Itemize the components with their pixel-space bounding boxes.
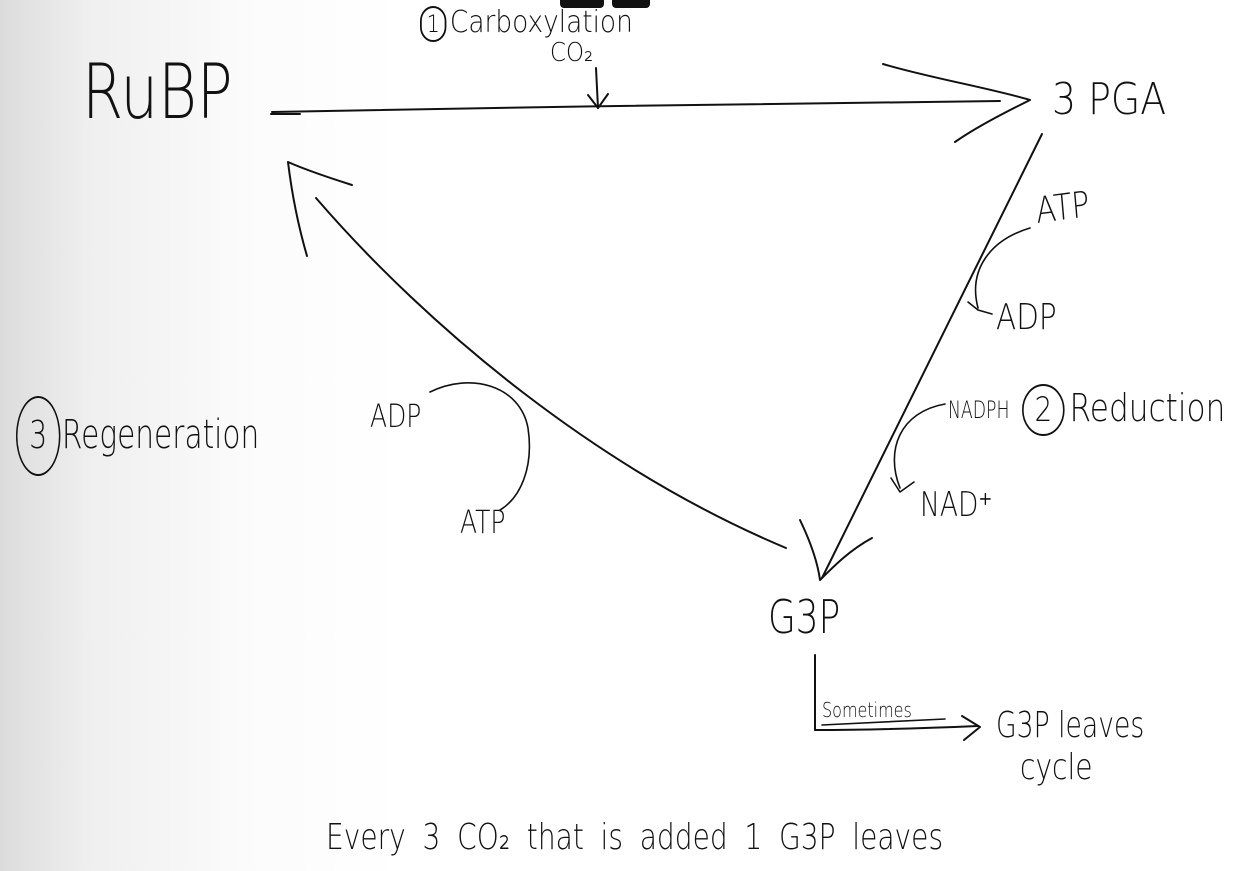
step-number-2: 2 — [1022, 384, 1065, 436]
step-label-regeneration: Regeneration — [61, 412, 260, 458]
arrow-nadph-to-nadp — [890, 403, 946, 493]
co2-input-label: CO₂ — [550, 38, 594, 68]
node-rubp: RuBP — [82, 47, 233, 136]
arrow-pga-to-g3p — [799, 133, 1043, 581]
cofactor-nadp-plus: NAD⁺ — [920, 485, 993, 525]
arrow-g3p-to-rubp — [287, 161, 787, 549]
arrow-g3p-exit — [814, 654, 981, 741]
cofactor-atp-regeneration: ATP — [460, 503, 506, 541]
cofactor-nadph: NADPH — [948, 396, 1010, 424]
footnote: Every 3 CO₂ that is added 1 G3P leaves — [326, 817, 944, 858]
cofactor-atp-reduction: ATP — [1034, 184, 1092, 232]
arrow-atp-to-adp — [967, 227, 1031, 315]
step-number-3: 3 — [16, 396, 61, 476]
step-label-carboxylation: Carboxylation — [449, 5, 633, 40]
exit-condition-label: Sometimes — [822, 698, 912, 722]
exit-result-line2: cycle — [1020, 747, 1093, 788]
arrow-adp-to-atp — [429, 382, 531, 511]
cofactor-adp-reduction: ADP — [996, 297, 1057, 338]
node-3pga: 3 PGA — [1052, 74, 1167, 125]
step-number-1: 1 — [420, 6, 447, 42]
step-label-reduction: Reduction — [1069, 386, 1226, 430]
arrow-co2-input — [587, 67, 609, 109]
arrow-rubp-to-pga — [270, 63, 1031, 143]
cofactor-adp-regeneration: ADP — [370, 397, 422, 435]
node-g3p: G3P — [768, 590, 841, 644]
exit-result-line1: G3P leaves — [996, 705, 1145, 746]
cropped-heading-fragment — [0, 0, 1239, 10]
